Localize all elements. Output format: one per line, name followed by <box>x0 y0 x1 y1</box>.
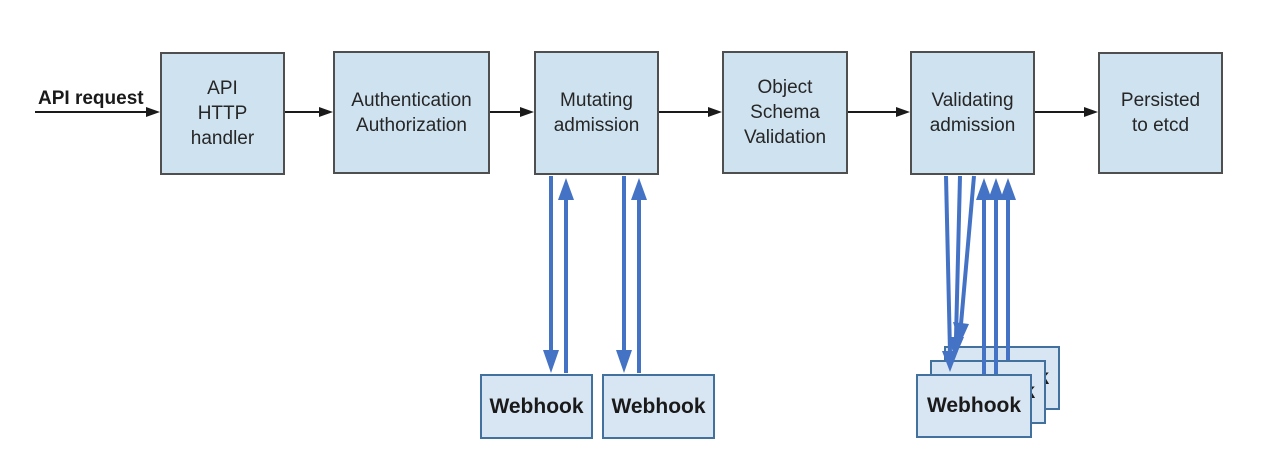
node-mutating-admission: Mutating admission <box>534 51 659 175</box>
validating-webhook-up-arrow-3 <box>1000 178 1016 360</box>
node-authentication-authorization: Authentication Authorization <box>333 51 490 174</box>
flow-arrow-validating-to-etcd <box>1035 107 1098 117</box>
flow-arrow-auth-to-mutating <box>490 107 534 117</box>
api-request-label: API request <box>38 88 144 109</box>
node-validating-admission: Validating admission <box>910 51 1035 175</box>
node-object-schema-validation: Object Schema Validation <box>722 51 848 174</box>
mutating-webhook1-up-arrow <box>558 178 574 373</box>
validating-webhook-down-arrow-2 <box>948 175 964 358</box>
flow-arrow-mutating-to-schema <box>659 107 722 117</box>
mutating-webhook-2: Webhook <box>602 374 715 439</box>
validating-webhook-up-arrow-1 <box>976 178 992 374</box>
flow-arrow-handler-to-auth <box>285 107 333 117</box>
flow-arrow-schema-to-validating <box>848 107 910 117</box>
mutating-webhook-1: Webhook <box>480 374 593 439</box>
node-persisted-to-etcd: Persisted to etcd <box>1098 52 1223 174</box>
validating-webhook-up-arrow-2 <box>988 178 1004 374</box>
mutating-webhook2-down-arrow <box>616 176 632 373</box>
mutating-webhook1-down-arrow <box>543 176 559 373</box>
validating-webhook-1: Webhook <box>916 374 1032 438</box>
validating-webhook-down-arrow-3 <box>953 175 976 344</box>
validating-webhook-down-arrow-1 <box>942 175 958 372</box>
mutating-webhook2-up-arrow <box>631 178 647 373</box>
node-api-http-handler: API HTTP handler <box>160 52 285 175</box>
